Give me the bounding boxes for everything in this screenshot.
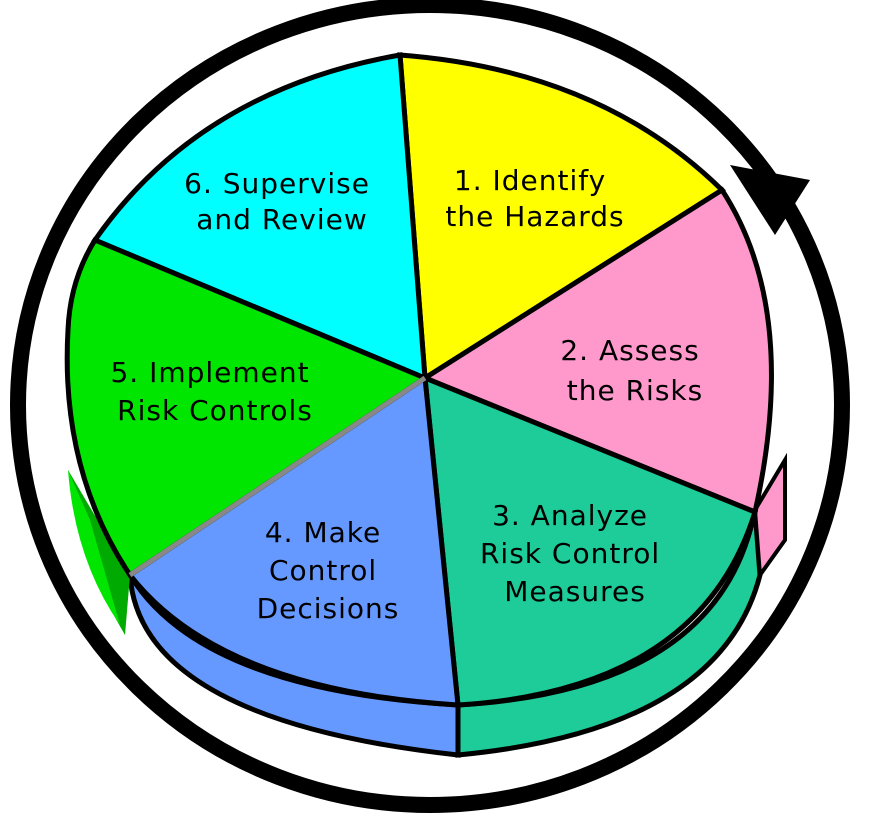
segment-4-make[interactable] <box>126 373 461 708</box>
segment-5-implement[interactable] <box>64 236 431 579</box>
step-5-label: 5. Implement Risk Controls <box>110 356 319 427</box>
pie-segments <box>64 52 774 708</box>
step-4-label: 4. Make Control Decisions <box>257 516 400 625</box>
segment-divider <box>128 375 427 578</box>
step-1-label: 1. Identify the Hazards <box>445 164 624 233</box>
segment-6-supervise[interactable] <box>91 52 428 382</box>
step-6-label: 6. Supervise and Review <box>184 167 380 236</box>
cycle-ring <box>10 0 850 813</box>
segment-1-identify[interactable] <box>397 52 727 383</box>
segment-3-analyze[interactable] <box>422 374 759 708</box>
step-2-label: 2. Assess the Risks <box>560 334 709 407</box>
cycle-arrow-icon <box>730 165 810 235</box>
segment-2-assess[interactable] <box>419 186 774 516</box>
step-3-label: 3. Analyze Risk Control Measures <box>480 499 670 608</box>
